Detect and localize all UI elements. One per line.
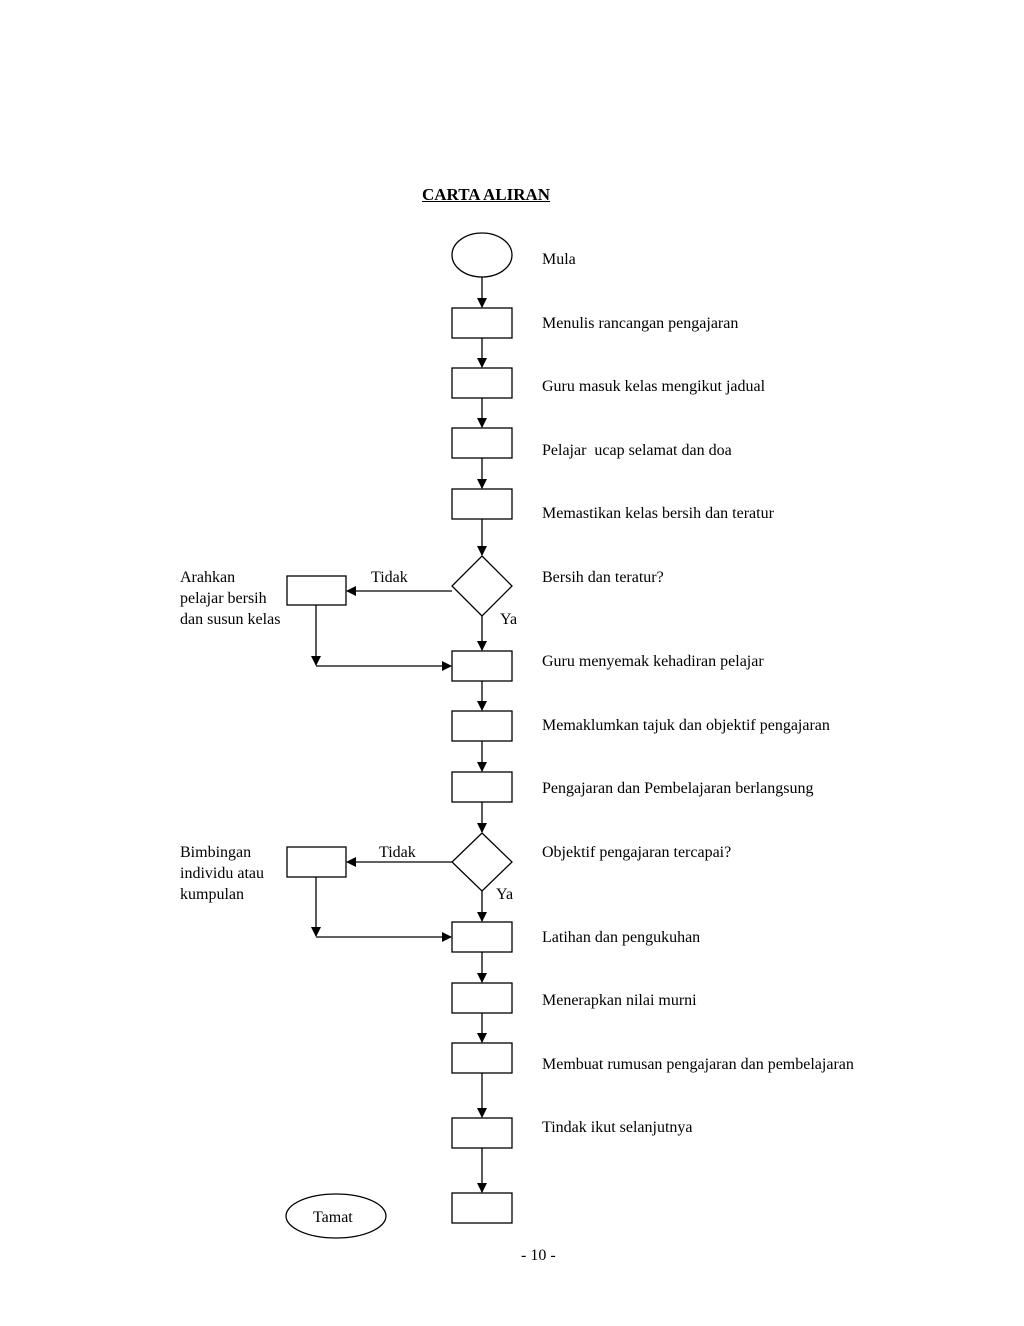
step-label: Menerapkan nilai murni: [542, 992, 697, 1009]
page-number: - 10 -: [521, 1247, 556, 1264]
process-box-11: [451, 1117, 513, 1149]
no-label: Tidak: [379, 844, 416, 861]
side-action-line: Bimbingan: [180, 844, 252, 861]
process-box-6: [451, 710, 513, 742]
step-label: Membuat rumusan pengajaran dan pembelaja…: [542, 1056, 854, 1073]
side-box-1: [286, 575, 347, 606]
side-action-line: dan susun kelas: [180, 611, 281, 628]
end-oval: [285, 1193, 387, 1239]
step-label: Memaklumkan tajuk dan objektif pengajara…: [542, 717, 830, 734]
decision-label: Objektif pengajaran tercapai?: [542, 844, 732, 861]
process-box-8: [451, 921, 513, 953]
step-label: Pelajar ucap selamat dan doa: [542, 442, 732, 459]
side-box-2: [286, 846, 347, 878]
process-box-12: [451, 1192, 513, 1224]
yes-label: Ya: [496, 886, 514, 903]
step-label: Pengajaran dan Pembelajaran berlangsung: [542, 780, 814, 797]
step-label: Latihan dan pengukuhan: [542, 929, 701, 946]
start-oval: [451, 232, 513, 278]
process-box-7: [451, 771, 513, 803]
side-action-line: kumpulan: [180, 886, 244, 903]
side-action-label: Bimbingan individu atau kumpulan: [180, 842, 264, 905]
step-label: Tindak ikut selanjutnya: [542, 1119, 693, 1136]
process-box-2: [451, 367, 513, 399]
decision-diamond-2: [451, 832, 513, 892]
decision-diamond-1: [451, 555, 513, 617]
end-label: Tamat: [313, 1209, 353, 1226]
step-label: Mula: [542, 251, 576, 268]
process-box-4: [451, 488, 513, 520]
side-action-line: individu atau: [180, 865, 264, 882]
side-action-line: Arahkan: [180, 569, 236, 586]
no-label: Tidak: [371, 569, 408, 586]
step-label: Guru masuk kelas mengikut jadual: [542, 378, 766, 395]
yes-label: Ya: [500, 611, 518, 628]
process-box-1: [451, 307, 513, 339]
process-box-10: [451, 1042, 513, 1074]
side-action-label: Arahkan pelajar bersih dan susun kelas: [180, 567, 280, 630]
process-box-3: [451, 427, 513, 459]
chart-title: CARTA ALIRAN: [422, 185, 551, 204]
step-label: Menulis rancangan pengajaran: [542, 315, 739, 332]
side-action-line: pelajar bersih: [180, 590, 267, 607]
decision-label: Bersih dan teratur?: [542, 569, 664, 586]
step-label: Memastikan kelas bersih dan teratur: [542, 505, 774, 522]
step-label: Guru menyemak kehadiran pelajar: [542, 653, 764, 670]
process-box-5: [451, 650, 513, 682]
process-box-9: [451, 982, 513, 1014]
